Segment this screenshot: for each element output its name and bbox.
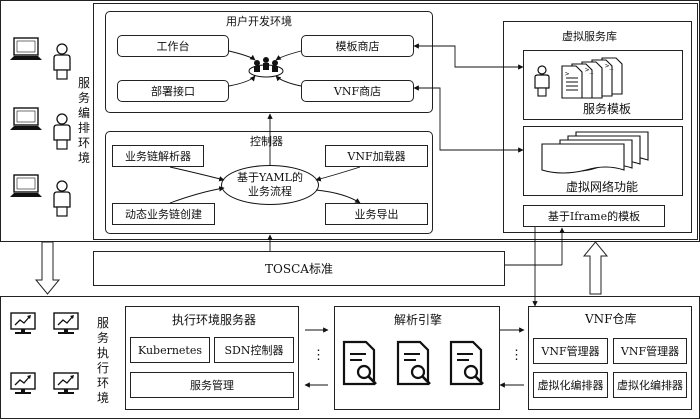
iframe-template-box[interactable]: 基于Iframe的模板 [523, 205, 665, 227]
service-template-label: 服务模板 [583, 102, 632, 116]
dynamic-chain-box[interactable]: 动态业务链创建 [112, 203, 215, 225]
virt-orchestrator-box-1[interactable]: 虚拟化编排器 [533, 372, 608, 398]
laptop-user-icon [8, 36, 76, 86]
svg-text:>_: >_ [605, 62, 614, 70]
virt-orchestrator-box-2[interactable]: 虚拟化编排器 [613, 372, 687, 398]
vnf-loader-box[interactable]: VNF加载器 [325, 145, 428, 167]
workbench-box[interactable]: 工作台 [117, 35, 229, 57]
virtual-lib-title: 虚拟服务库 [562, 30, 617, 43]
sdn-controller-box[interactable]: SDN控制器 [214, 337, 294, 363]
yaml-flow-label: 基于YAML的 业务流程 [237, 171, 303, 198]
ellipsis-left: ⋮ [312, 348, 325, 363]
svg-text:>_: >_ [565, 70, 574, 78]
dev-env-title: 用户开发环境 [226, 15, 292, 28]
vnf-docs-icon [536, 130, 656, 178]
ellipsis-right: ⋮ [510, 348, 523, 363]
orchestration-side-label: 服务编排环境 [77, 76, 90, 165]
monitor-chart-icon [9, 372, 39, 400]
monitor-chart-icon [52, 312, 82, 340]
parse-engine-title: 解析引擎 [394, 313, 443, 327]
tosca-standard-bar: TOSCA标准 [93, 251, 505, 286]
vnf-manager-box-1[interactable]: VNF管理器 [533, 338, 608, 364]
template-docs-icon: >_ >_ >_ [532, 54, 672, 104]
service-mgmt-box[interactable]: 服务管理 [130, 372, 294, 398]
user-group-icon [246, 54, 286, 84]
vnf-store-box[interactable]: VNF商店 [301, 80, 414, 102]
document-search-icon [447, 340, 489, 392]
controller-title: 控制器 [250, 135, 283, 148]
exec-server-title: 执行环境服务器 [172, 313, 257, 327]
execution-side-label: 服务执行环境 [96, 316, 109, 405]
service-export-box[interactable]: 业务导出 [325, 203, 428, 225]
vnf-manager-box-2[interactable]: VNF管理器 [613, 338, 687, 364]
document-search-icon [340, 340, 382, 392]
yaml-flow-ellipse[interactable]: 基于YAML的 业务流程 [221, 165, 319, 205]
vnf-repo-title: VNF仓库 [585, 312, 637, 326]
svg-text:>_: >_ [585, 66, 594, 74]
chain-parser-box[interactable]: 业务链解析器 [112, 145, 204, 167]
template-store-box[interactable]: 模板商店 [301, 35, 414, 57]
laptop-user-icon [8, 106, 76, 156]
document-search-icon [394, 340, 436, 392]
vnf-function-label: 虚拟网络功能 [566, 180, 639, 194]
monitor-chart-icon [9, 312, 39, 340]
deploy-api-box[interactable]: 部署接口 [117, 80, 229, 102]
laptop-user-icon [8, 173, 76, 223]
kubernetes-box[interactable]: Kubernetes [130, 337, 210, 363]
monitor-chart-icon [52, 372, 82, 400]
